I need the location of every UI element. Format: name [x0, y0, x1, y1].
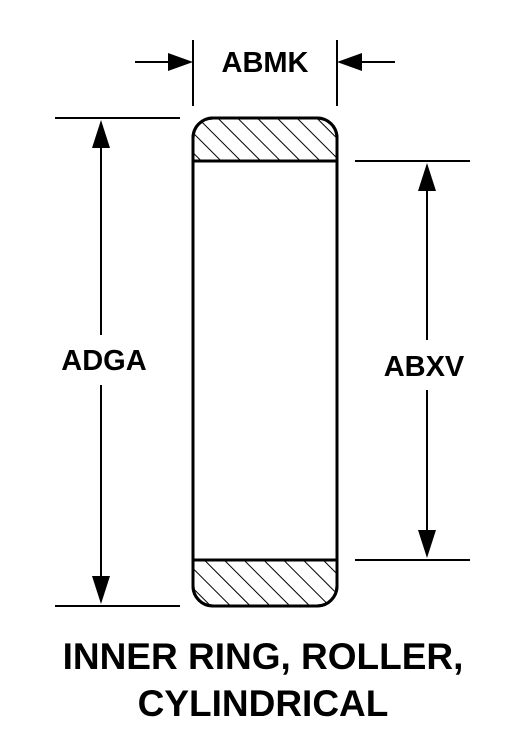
caption-line-1: INNER RING, ROLLER, — [63, 636, 464, 677]
caption: INNER RING, ROLLER, CYLINDRICAL — [63, 636, 464, 724]
top-hatch-section — [193, 118, 337, 161]
inner-height-label: ABXV — [384, 351, 465, 383]
inner-height-dimension: ABXV — [355, 160, 470, 561]
width-arrow-right-head — [337, 53, 362, 71]
outer-height-arrow-top-head — [92, 120, 110, 148]
inner-height-arrow-top-head — [418, 163, 436, 191]
bottom-hatch-section — [193, 560, 337, 606]
width-arrow-left-head — [168, 53, 193, 71]
outer-height-dimension: ADGA — [55, 117, 180, 607]
outer-height-label: ADGA — [61, 345, 146, 377]
caption-line-2: CYLINDRICAL — [138, 683, 389, 724]
ring-cross-section — [191, 116, 339, 608]
width-label: ABMK — [222, 47, 309, 79]
width-dimension: ABMK — [135, 40, 395, 106]
outer-height-arrow-bottom-head — [92, 576, 110, 604]
inner-height-arrow-bottom-head — [418, 530, 436, 558]
ring-outline — [191, 116, 339, 608]
